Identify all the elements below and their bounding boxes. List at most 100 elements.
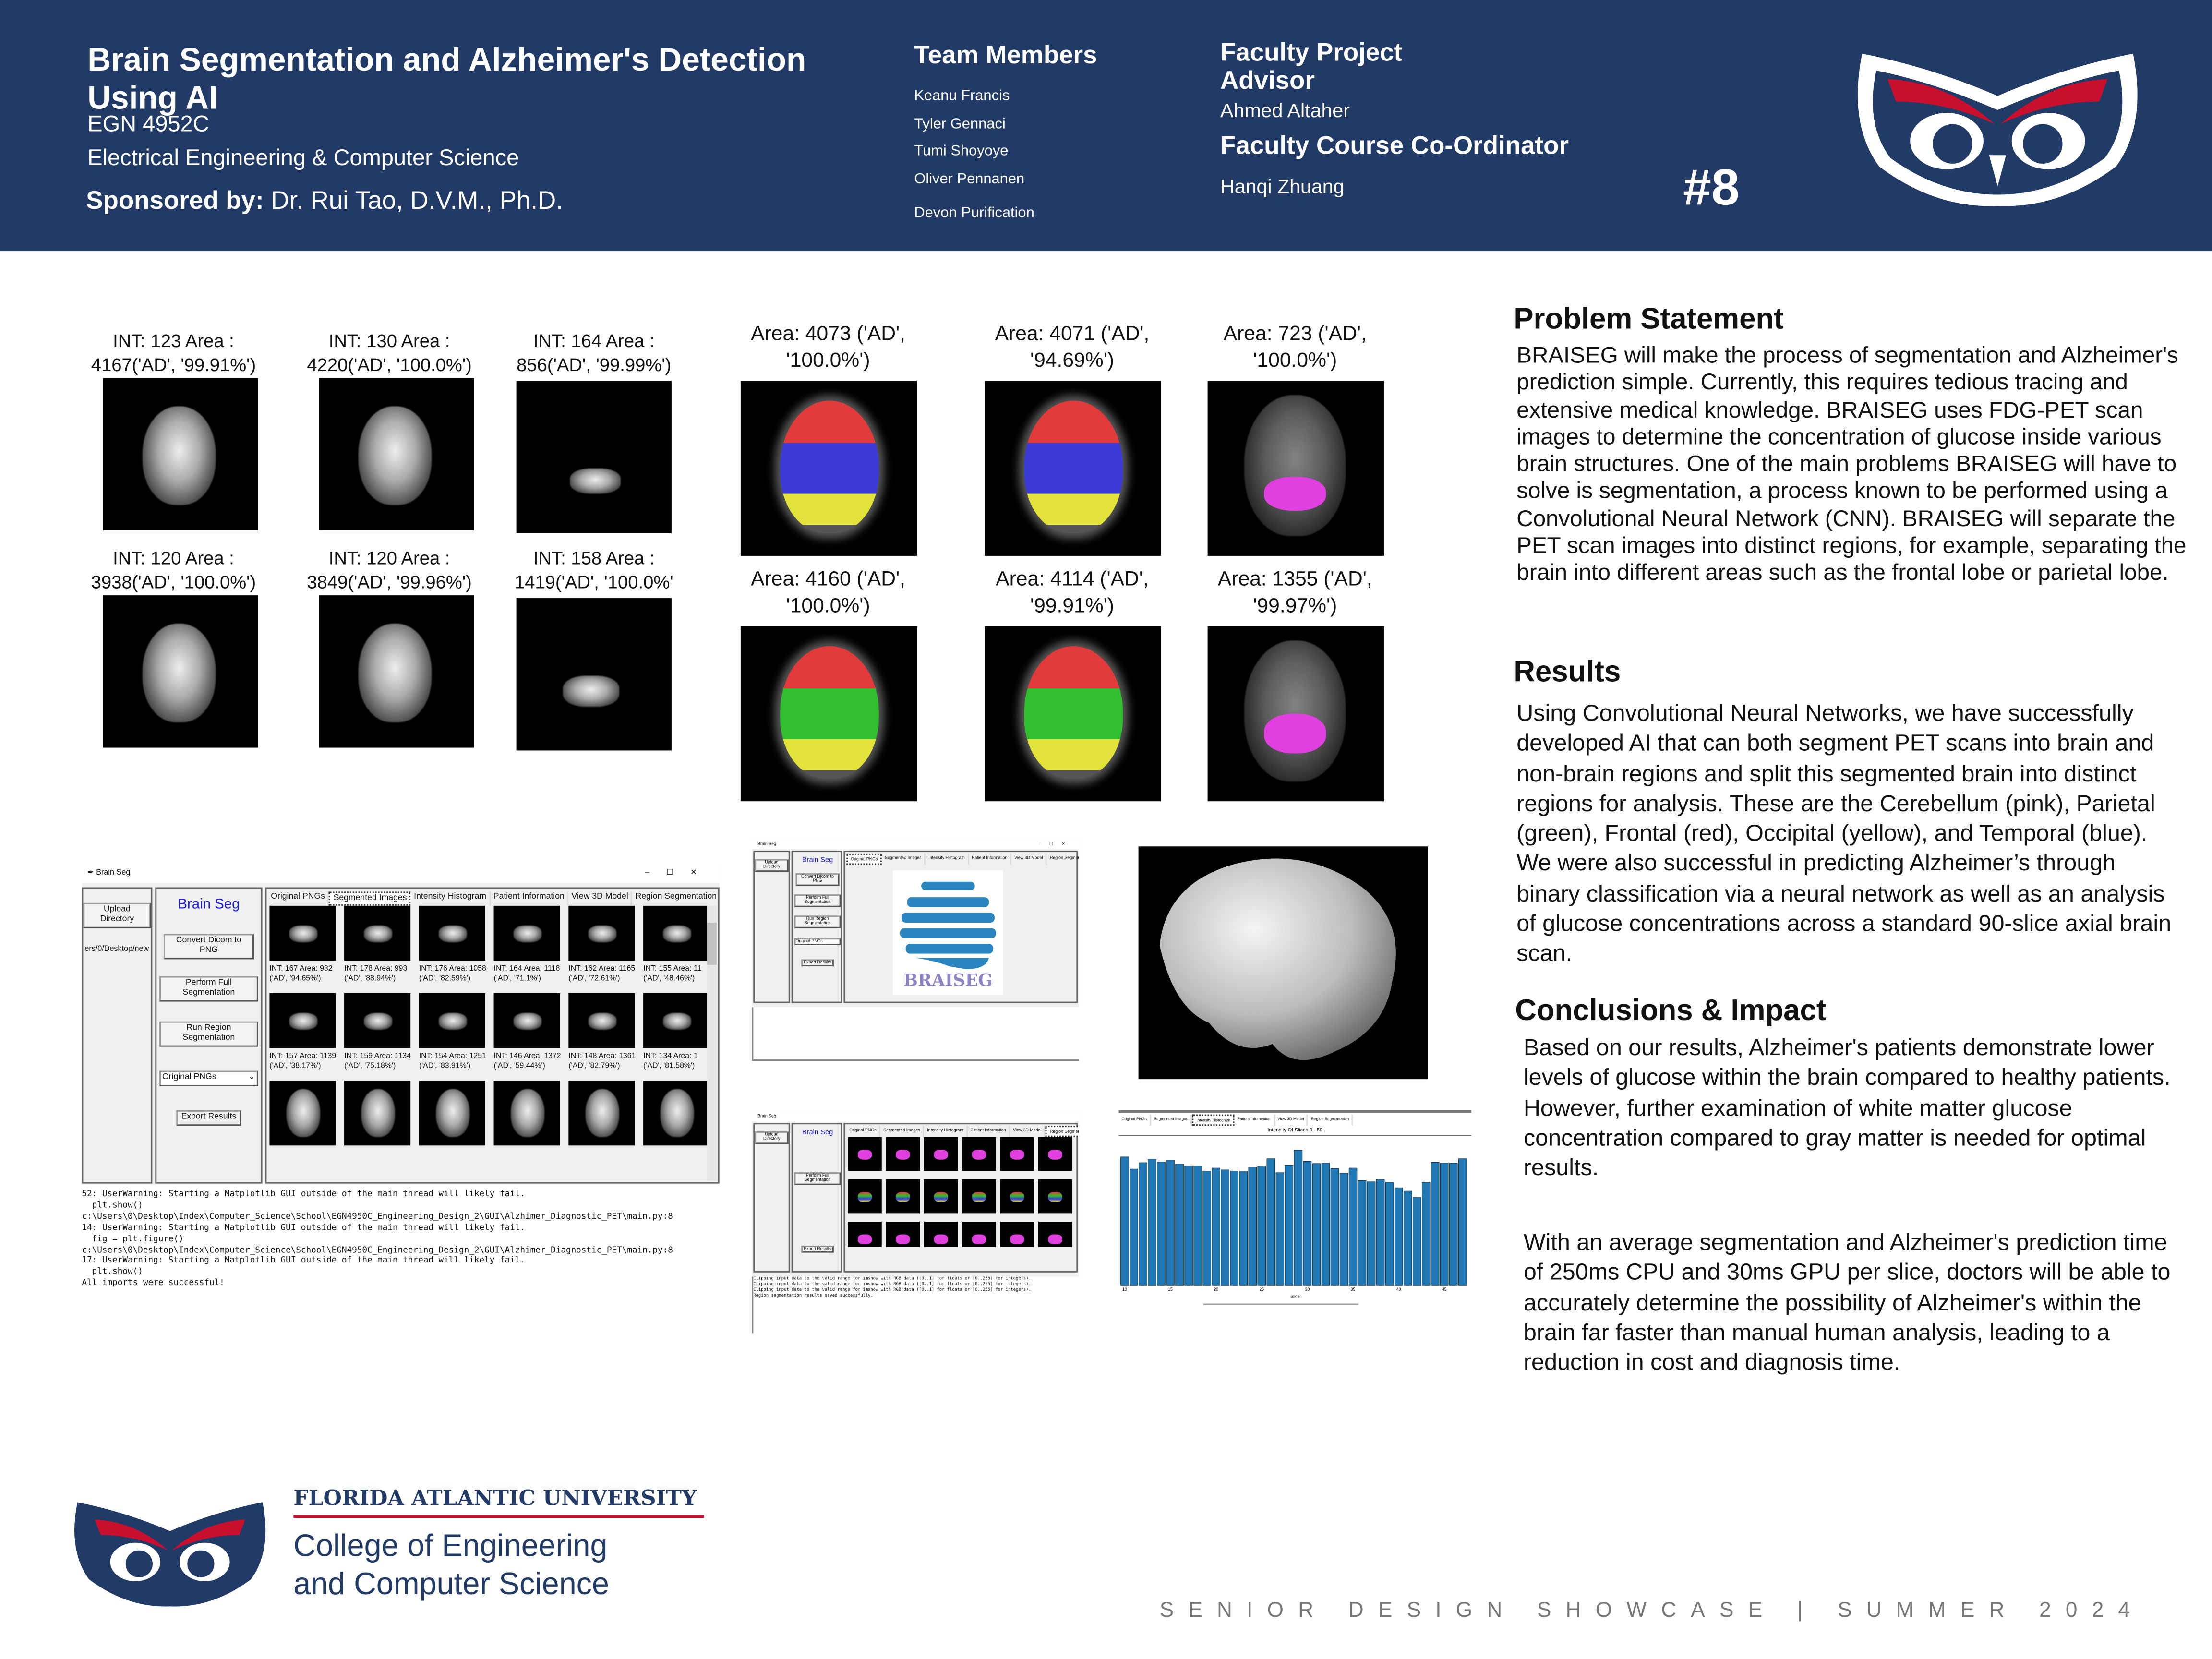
tab-original-pngs[interactable]: Original PNGs (846, 1126, 881, 1137)
region-segmentation-button[interactable]: Run Region Segmentation (159, 1021, 258, 1046)
tab-view-3d-model[interactable]: View 3D Model (1011, 853, 1047, 865)
tab-intensity-histogram[interactable]: Intensity Histogram (924, 1126, 968, 1137)
histogram-bar (1330, 1168, 1339, 1286)
region-thumbnail[interactable] (962, 1179, 996, 1214)
histogram-bar (1321, 1163, 1330, 1286)
tab-view-3d-model[interactable]: View 3D Model (1010, 1126, 1046, 1137)
segmented-thumbnail[interactable] (643, 905, 707, 961)
region-thumbnail[interactable] (848, 1179, 882, 1214)
segmented-thumbnail[interactable] (493, 905, 560, 961)
segmented-thumbnail[interactable] (493, 1081, 560, 1146)
segmented-thumbnail[interactable] (568, 905, 635, 961)
histogram-bar (1440, 1163, 1449, 1286)
tab-original-pngs[interactable]: Original PNGs (1118, 1114, 1151, 1126)
segmented-thumbnail[interactable] (419, 993, 485, 1048)
result-caption: INT: 120 Area : 3849('AD', '99.96%') (307, 547, 472, 593)
tab-view-3d-model[interactable]: View 3D Model (1274, 1114, 1309, 1126)
region-thumbnail[interactable] (1000, 1137, 1034, 1171)
segmented-thumbnail[interactable] (419, 1081, 485, 1146)
export-results-button[interactable]: Export Results (176, 1110, 241, 1126)
histogram-bar (1367, 1181, 1376, 1286)
tab-view-3d-model[interactable]: View 3D Model (569, 891, 633, 906)
region-thumbnail[interactable] (886, 1222, 920, 1247)
window-controls[interactable]: –☐✕ (645, 869, 714, 878)
export-results-button[interactable]: Export Results (801, 1245, 834, 1253)
region-thumbnail[interactable] (962, 1222, 996, 1247)
region-thumbnail[interactable] (1038, 1137, 1072, 1171)
x-tick-label: 25 (1259, 1287, 1264, 1292)
region-thumbnail[interactable] (886, 1137, 920, 1171)
segmented-thumbnail[interactable] (419, 905, 485, 961)
segmented-thumbnail[interactable] (344, 993, 411, 1048)
segmented-thumbnail[interactable] (269, 993, 336, 1048)
tab-patient-information[interactable]: Patient Information (1235, 1114, 1275, 1126)
region-thumbnail[interactable] (1000, 1179, 1034, 1214)
histogram-bar (1303, 1161, 1312, 1286)
tab-original-pngs[interactable]: Original PNGs (268, 891, 329, 906)
tab-region-segmentation[interactable]: Region Segmentation (633, 891, 720, 905)
upload-directory-button[interactable]: Upload Directory (755, 859, 789, 872)
region-thumbnail[interactable] (848, 1137, 882, 1171)
console-output-empty (752, 1007, 1080, 1061)
convert-dicom-button[interactable]: Convert Dicom to PNG (163, 934, 254, 959)
thumbnail-caption: INT: 167 Area: 932 ('AD', '94.65%') (269, 965, 333, 984)
segmented-thumbnail[interactable] (344, 1081, 411, 1146)
tab-patient-information[interactable]: Patient Information (969, 853, 1012, 865)
region-thumbnail[interactable] (962, 1137, 996, 1171)
tab-patient-information[interactable]: Patient Information (491, 891, 569, 906)
histogram-bar (1385, 1182, 1394, 1286)
region-caption: Area: 4071 ('AD', '94.69%') (995, 323, 1150, 373)
histogram-bar (1193, 1166, 1202, 1286)
region-pink (1264, 477, 1326, 511)
region-thumbnail[interactable] (848, 1222, 882, 1247)
scrollbar[interactable] (707, 905, 717, 1181)
tab-segmented-images[interactable]: Segmented Images (880, 1126, 925, 1137)
region-thumbnail[interactable] (886, 1179, 920, 1214)
segmented-thumbnail[interactable] (269, 1081, 336, 1146)
thumbnail-caption: INT: 164 Area: 1118 ('AD', '71.1%') (493, 965, 560, 984)
tab-segmented-images[interactable]: Segmented Images (329, 891, 411, 906)
histogram-bar (1202, 1171, 1211, 1286)
segmented-thumbnail[interactable] (568, 993, 635, 1048)
export-results-button[interactable]: Export Results (801, 959, 834, 967)
upload-directory-button[interactable]: Upload Directory (83, 902, 151, 928)
view-select[interactable]: Original PNGs (794, 938, 841, 946)
region-thumbnail[interactable] (1038, 1179, 1072, 1214)
console-output: Clipping input data to the valid range f… (752, 1276, 1079, 1334)
region-thumbnail[interactable] (1038, 1222, 1072, 1247)
region-segmentation-button[interactable]: Run Region Segmentation (794, 915, 841, 928)
view-select[interactable]: Original PNGs⌄ (159, 1070, 258, 1086)
segmented-thumbnail[interactable] (269, 905, 336, 961)
tab-intensity-histogram[interactable]: Intensity Histogram (411, 891, 491, 906)
tab-region-segmentation[interactable]: Region Segmentation (1047, 854, 1079, 865)
tab-region-segmentation[interactable]: Region Segmentation (1308, 1114, 1353, 1126)
team-heading: Team Members (914, 41, 1097, 70)
segmented-thumbnail[interactable] (493, 993, 560, 1048)
segmented-thumbnail[interactable] (643, 1081, 707, 1146)
segmented-thumbnail[interactable] (568, 1081, 635, 1146)
region-caption: Area: 4114 ('AD', '99.91%') (996, 568, 1149, 618)
upload-directory-button[interactable]: Upload Directory (755, 1131, 789, 1144)
feather-icon: ✒ (87, 869, 96, 878)
full-segmentation-button[interactable]: Perform Full Segmentation (794, 894, 841, 907)
tab-intensity-histogram[interactable]: Intensity Histogram (926, 853, 969, 865)
horizontal-scrollbar (1203, 1303, 1359, 1305)
region-pink (1010, 1192, 1024, 1202)
full-segmentation-button[interactable]: Perform Full Segmentation (794, 1172, 841, 1185)
window-controls[interactable]: –☐✕ (1038, 841, 1074, 847)
full-segmentation-button[interactable]: Perform Full Segmentation (159, 976, 258, 1001)
tab-region-segmentation[interactable]: Region Segmentation (1046, 1126, 1080, 1137)
segmented-brain (780, 646, 879, 779)
region-thumbnail[interactable] (1000, 1222, 1034, 1247)
tab-segmented-images[interactable]: Segmented Images (882, 853, 926, 865)
segmented-thumbnail[interactable] (643, 993, 707, 1048)
tab-intensity-histogram[interactable]: Intensity Histogram (1192, 1114, 1235, 1126)
region-thumbnail[interactable] (924, 1179, 958, 1214)
region-thumbnail[interactable] (924, 1222, 958, 1247)
tab-original-pngs[interactable]: Original PNGs (846, 853, 882, 865)
tab-segmented-images[interactable]: Segmented Images (1151, 1114, 1192, 1126)
tab-patient-information[interactable]: Patient Information (968, 1126, 1010, 1137)
convert-dicom-button[interactable]: Convert Dicom to PNG (795, 873, 840, 886)
segmented-thumbnail[interactable] (344, 905, 411, 961)
region-thumbnail[interactable] (924, 1137, 958, 1171)
